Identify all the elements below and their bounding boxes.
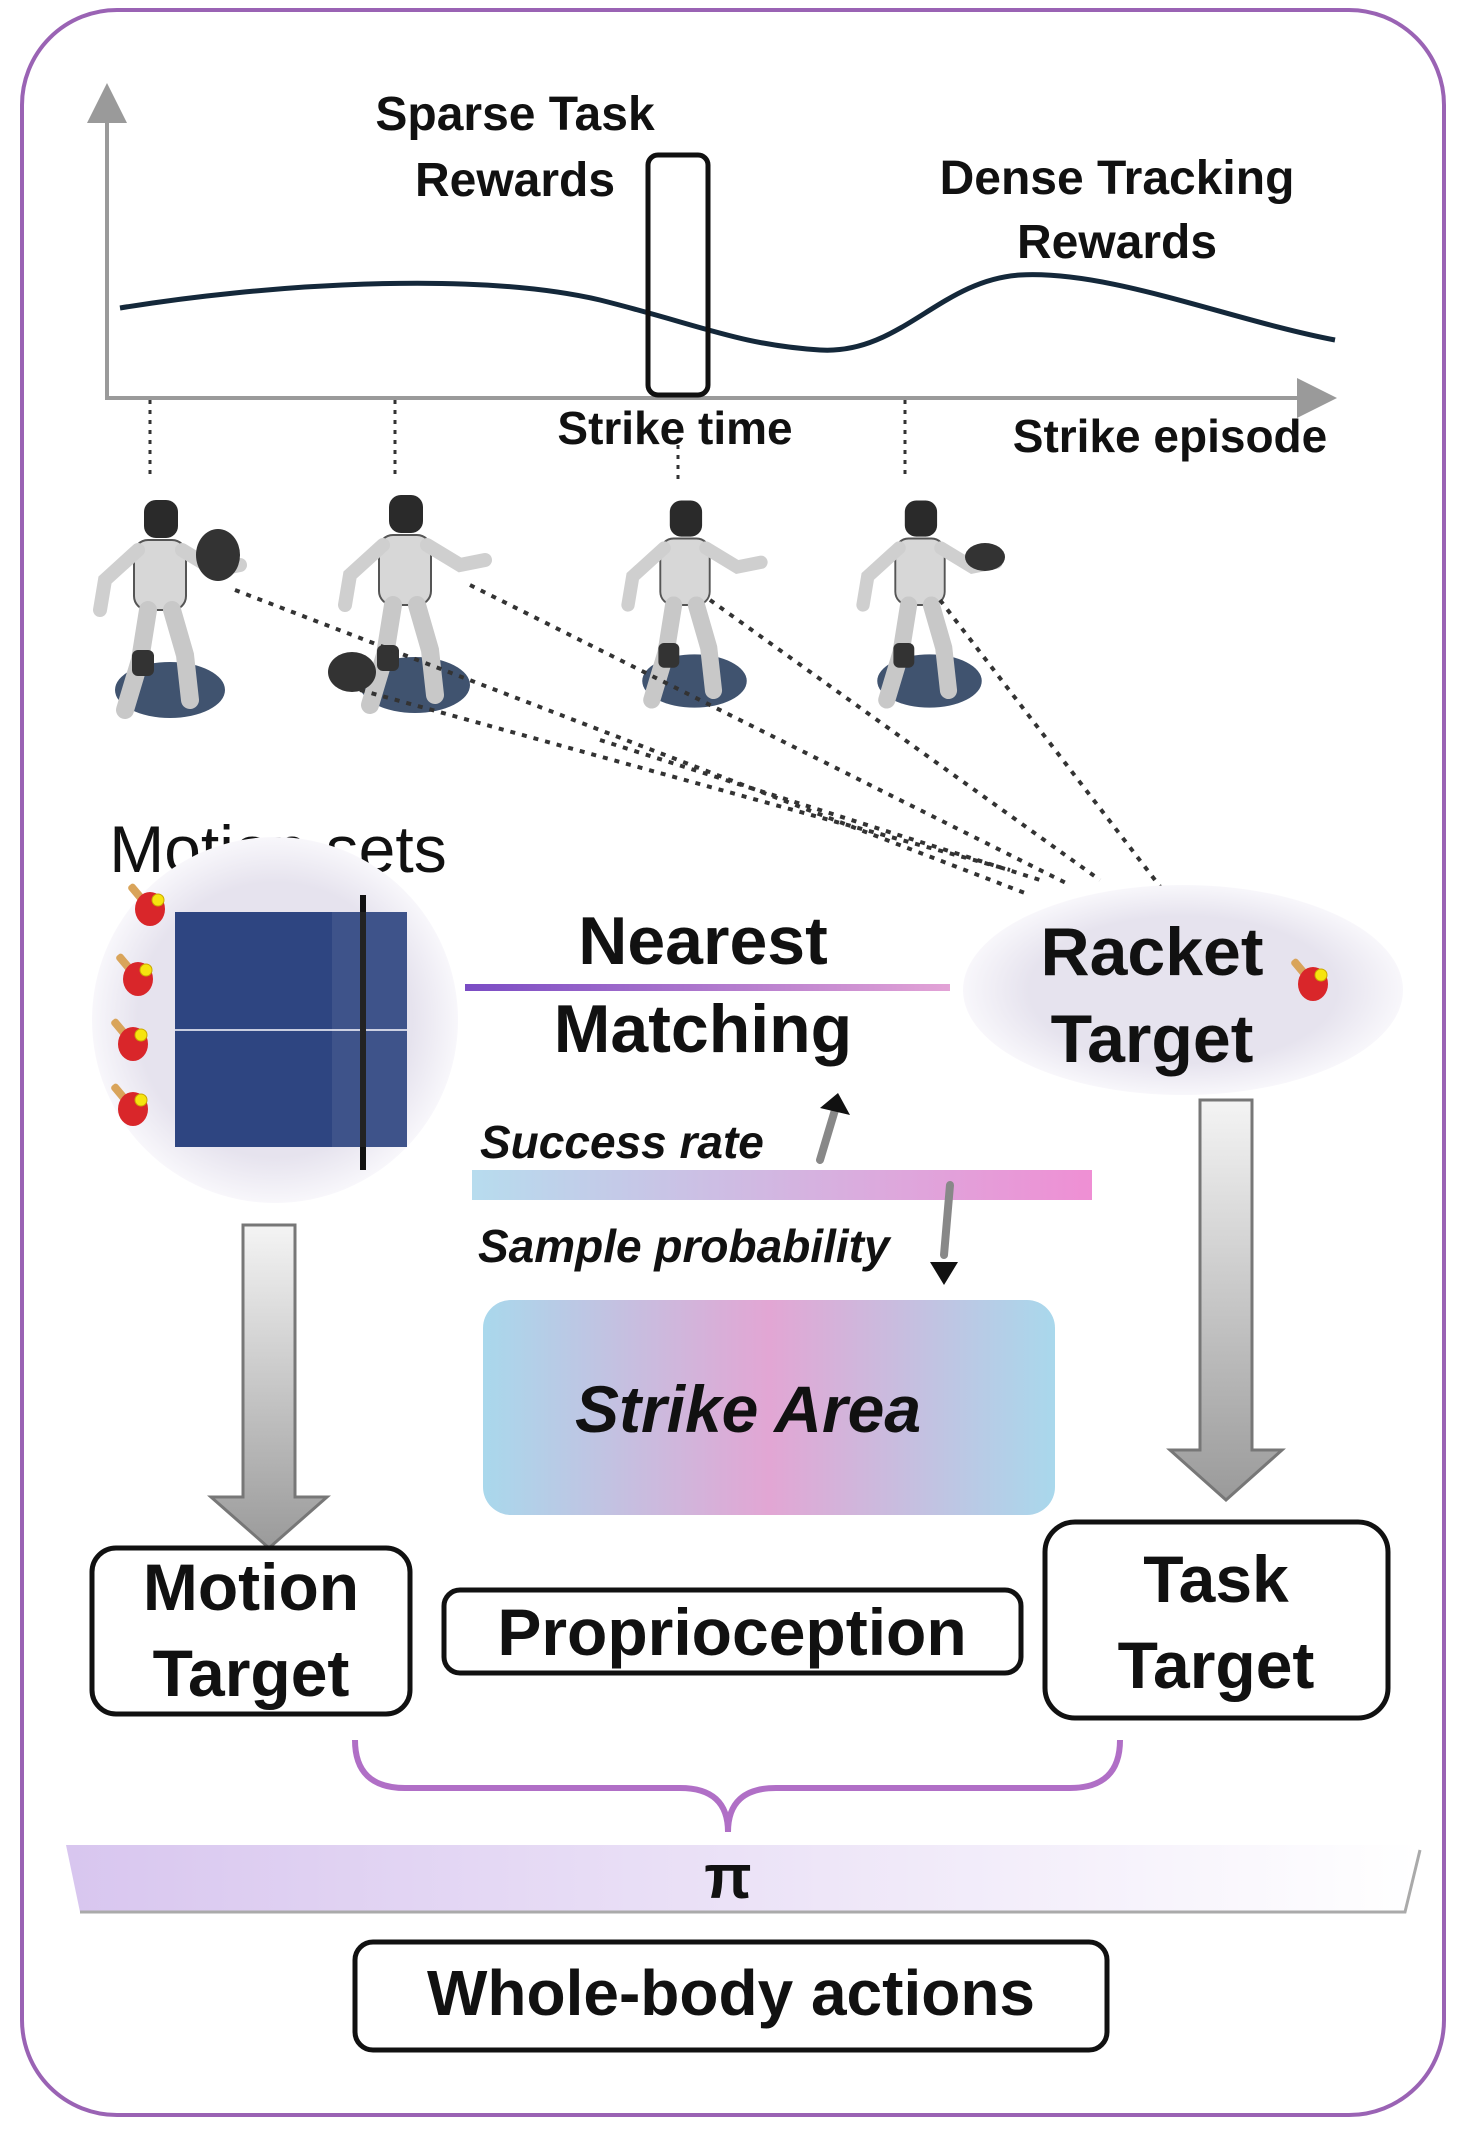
strike-area-label: Strike Area <box>575 1372 921 1446</box>
robot-sequence <box>100 495 1005 718</box>
policy-symbol: π <box>704 1843 751 1912</box>
racket-target-links <box>234 583 1167 897</box>
strike-area-box <box>483 1300 1055 1515</box>
whole-body-actions-box: Whole-body actions <box>352 1939 1110 2053</box>
racket-target-line2: Target <box>1051 1001 1254 1077</box>
policy-bar: π <box>66 1843 1422 1914</box>
sparse-label-line2: Rewards <box>415 154 615 207</box>
sparse-label-line1: Sparse Task <box>375 88 655 141</box>
racket-target-line1: Racket <box>1040 914 1263 990</box>
proprioception-box: Proprioception <box>441 1587 1024 1676</box>
success-rate-label: Success rate <box>480 1116 764 1168</box>
motion-target-line2: Target <box>153 1636 350 1710</box>
dense-label-line1: Dense Tracking <box>940 152 1295 205</box>
task-target-box: Task Target <box>1042 1519 1391 1721</box>
reward-plot: Sparse Task Rewards Dense Tracking Rewar… <box>87 83 1337 480</box>
sample-probability-label: Sample probability <box>478 1220 892 1272</box>
racket-target-down-arrow <box>1166 1098 1286 1503</box>
success-up-arrow <box>816 1106 839 1164</box>
racket-target-oval <box>963 885 1403 1095</box>
task-target-line2: Target <box>1118 1628 1315 1702</box>
strike-time-label: Strike time <box>557 402 792 454</box>
paddle-2 <box>328 652 376 692</box>
sampling: Success rate Sample probability Strike A… <box>472 1093 1092 1515</box>
matching-connector <box>465 984 950 991</box>
proprioception-label: Proprioception <box>497 1595 966 1669</box>
matching-line1: Nearest <box>578 903 828 979</box>
x-axis-label: Strike episode <box>1013 410 1327 462</box>
motion-sets-down-arrow <box>207 1223 331 1550</box>
input-brace <box>352 1739 1123 1833</box>
paddle-1 <box>196 529 240 581</box>
dense-reward-curve <box>119 272 1336 353</box>
paddle-4 <box>965 543 1005 571</box>
motion-sets: Motion sets <box>92 812 458 1203</box>
nearest-matching: Nearest Matching <box>465 903 950 1067</box>
probability-bar <box>472 1170 1092 1200</box>
task-target-line1: Task <box>1143 1542 1289 1616</box>
robot-frame-1 <box>100 500 240 718</box>
motion-target-box: Motion Target <box>89 1545 413 1717</box>
robot-frame-2 <box>328 495 485 713</box>
whole-body-actions-label: Whole-body actions <box>427 1957 1035 2029</box>
sparse-reward-window <box>645 152 711 398</box>
matching-line2: Matching <box>554 991 852 1067</box>
racket-target: Racket Target <box>963 885 1403 1095</box>
probability-down-arrow <box>940 1181 954 1259</box>
motion-target-line1: Motion <box>143 1550 359 1624</box>
robot-frame-4 <box>863 501 1005 708</box>
dense-label-line2: Rewards <box>1017 216 1217 269</box>
